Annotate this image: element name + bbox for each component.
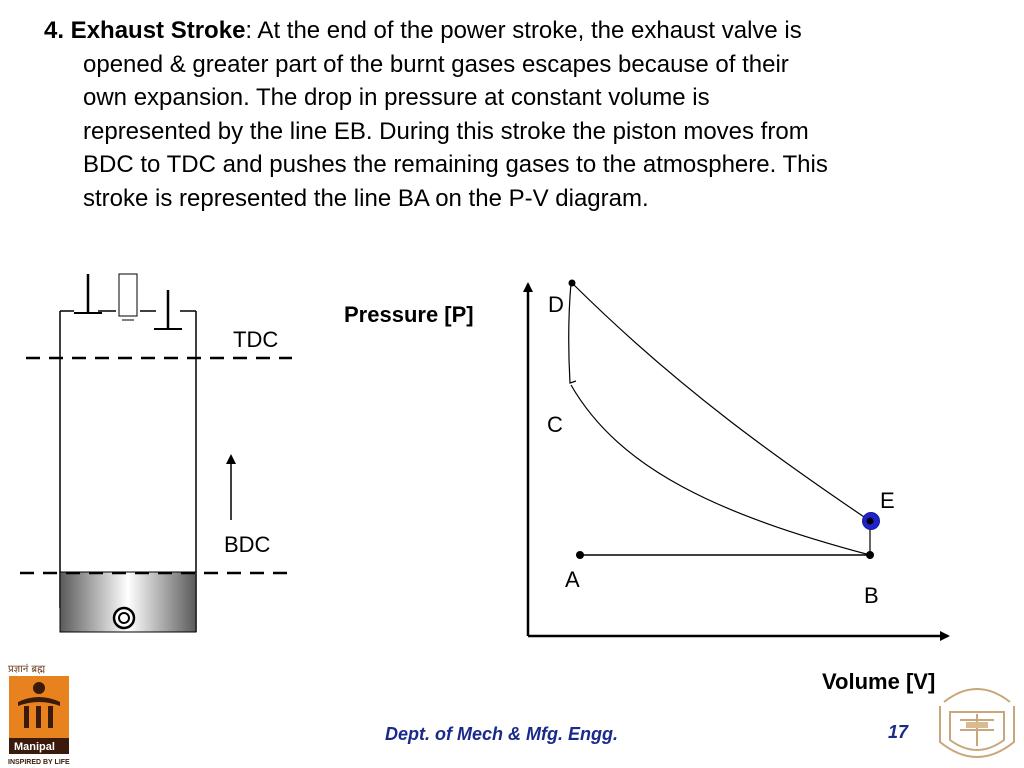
point-d-marker	[568, 279, 576, 287]
bullet-line-2: opened & greater part of the burnt gases…	[83, 50, 789, 78]
point-a-label: A	[565, 567, 580, 592]
logo-tagline-text: INSPIRED BY LIFE	[8, 759, 70, 766]
pv-cycle	[568, 282, 871, 556]
spark-plug	[118, 273, 138, 321]
bullet-heading: 4. Exhaust Stroke	[44, 17, 246, 44]
page-number: 17	[888, 722, 909, 742]
tdc-label: TDC	[233, 327, 278, 352]
logo-sanskrit-text: प्रज्ञानं ब्रह्म	[8, 663, 46, 675]
exhaust-stroke-bullet: 4. Exhaust Stroke: At the end of the pow…	[44, 14, 994, 215]
compression-curve-c-to-b	[570, 384, 871, 556]
expansion-curve-d-to-e	[572, 283, 871, 522]
volume-axis-label: Volume [V]	[822, 669, 935, 694]
bullet-line-4: represented by the line EB. During this …	[83, 117, 809, 145]
manipal-logo: प्रज्ञानं ब्रह्म Manipal INSPIRED BY LIF…	[8, 663, 70, 766]
point-a-marker	[576, 551, 584, 559]
logo-name-text: Manipal	[14, 741, 55, 753]
bdc-label: BDC	[224, 532, 271, 557]
footer-department: Dept. of Mech & Mfg. Engg.	[385, 724, 618, 744]
bullet-line-3: own expansion. The drop in pressure at c…	[83, 84, 710, 111]
curve-d-to-c	[568, 282, 577, 384]
pressure-axis-label: Pressure [P]	[344, 302, 474, 327]
bullet-line-6: stroke is represented the line BA on the…	[83, 184, 649, 212]
institute-seal	[939, 688, 1015, 758]
piston-pin	[112, 606, 136, 630]
point-e-label: E	[880, 488, 895, 513]
point-b-marker	[866, 551, 874, 559]
bullet-line-5: BDC to TDC and pushes the remaining gase…	[83, 151, 828, 178]
exhaust-valve	[154, 290, 182, 330]
intake-valve	[74, 274, 102, 314]
point-e-marker	[866, 517, 874, 525]
bullet-line-1: : At the end of the power stroke, the ex…	[245, 17, 802, 44]
point-d-label: D	[548, 292, 564, 317]
point-b-label: B	[864, 583, 879, 608]
point-c-label: C	[547, 412, 563, 437]
